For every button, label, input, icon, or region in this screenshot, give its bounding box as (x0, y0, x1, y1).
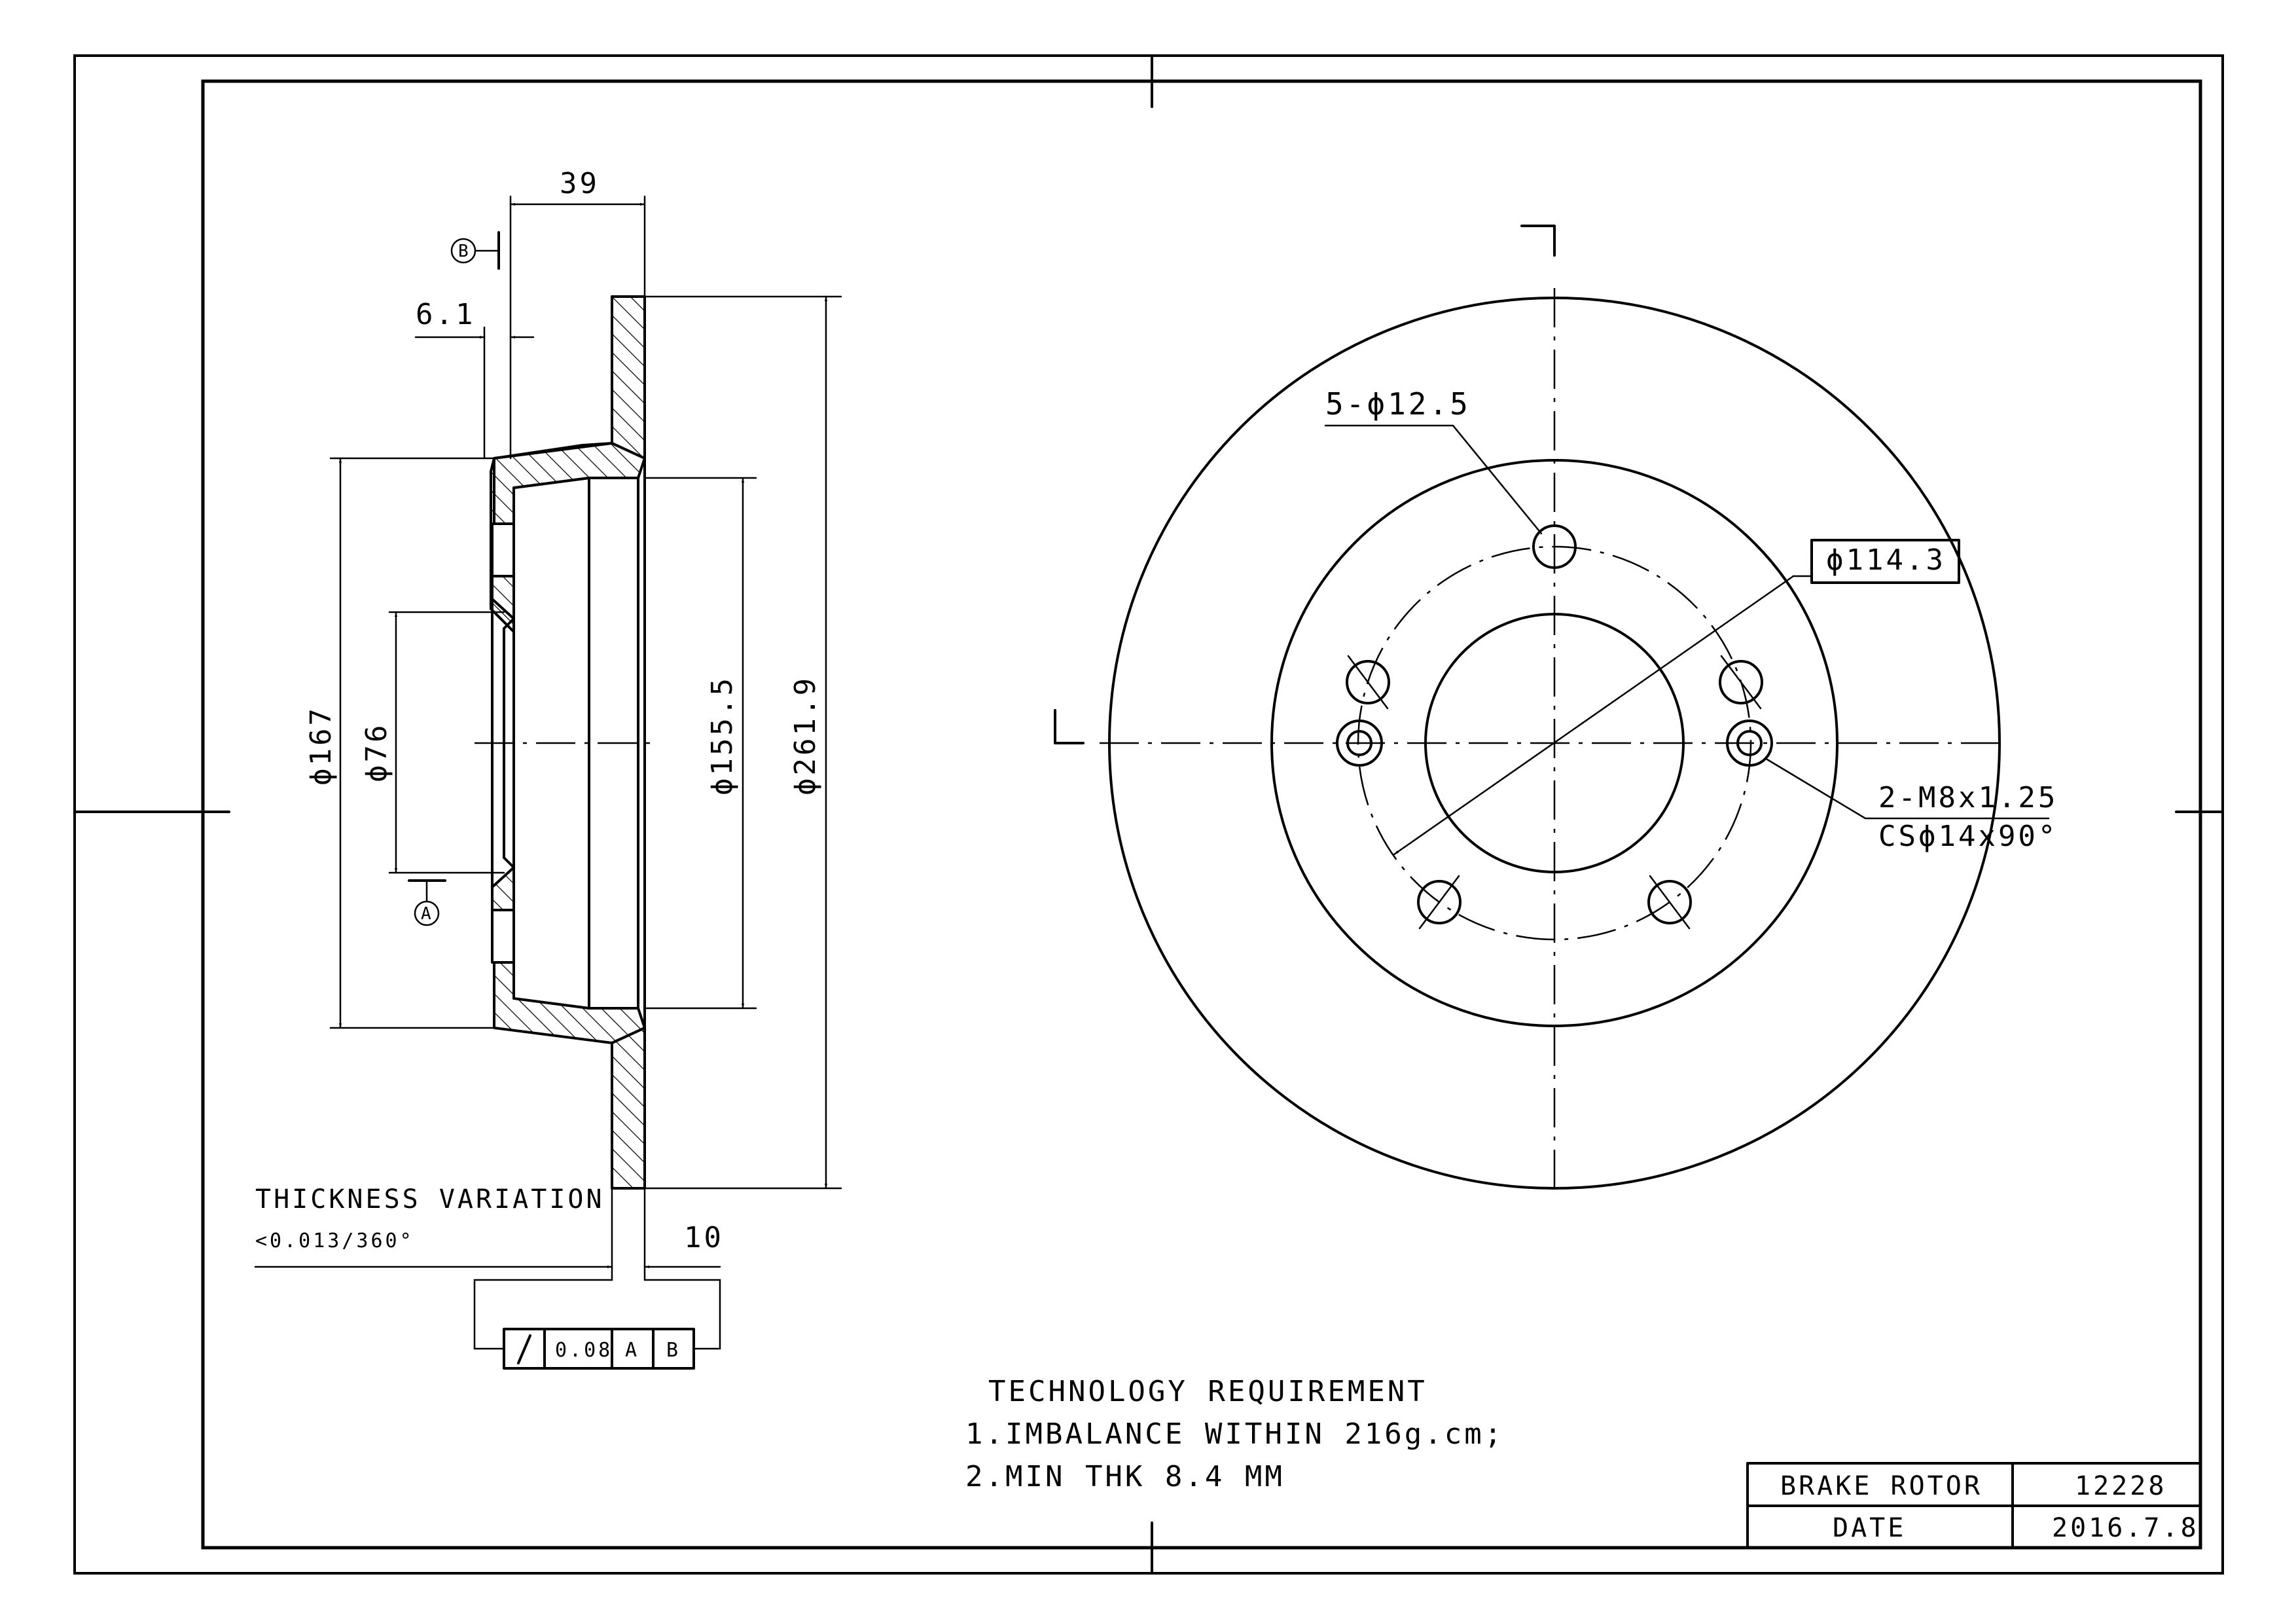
section-upper-hub (493, 442, 646, 525)
lug-hole-upper-left (1346, 655, 1390, 710)
datum-a-marker: A (408, 879, 446, 926)
runout-datum-a: A (625, 1339, 639, 1362)
technology-notes: TECHNOLOGY REQUIREMENT 1.IMBALANCE WITHI… (965, 1375, 1504, 1493)
runout-arrow-icon (517, 1334, 531, 1364)
lug-hole-top (1532, 524, 1577, 569)
dim-diameter-261-9: ϕ261.9 (789, 676, 822, 795)
front-view: 5-ϕ12.5 ϕ114.3 2-M8x1.25 CSϕ14x90° (1054, 225, 2058, 1198)
dim-countersink: CSϕ14x90° (1878, 820, 2058, 853)
dim-pcd: ϕ114.3 (1826, 543, 1946, 577)
section-lower-lip (491, 866, 515, 911)
drawing-border (73, 54, 2224, 1575)
svg-text:A: A (421, 904, 434, 924)
section-lower-hub (493, 961, 646, 1044)
dim-pcd-box (1810, 539, 1960, 584)
dim-offset-10: 10 (684, 1221, 724, 1254)
dim-diameter-76: ϕ76 (360, 723, 393, 782)
section-lower-wall (611, 1027, 646, 1190)
lug-hole-upper-right (1719, 655, 1763, 710)
title-part-name: BRAKE ROTOR (1780, 1471, 1982, 1501)
dim-diameter-155-5: ϕ155.5 (706, 676, 739, 795)
notes-line-1: 1.IMBALANCE WITHIN 216g.cm; (965, 1417, 1504, 1451)
runout-datum-b: B (666, 1339, 681, 1362)
section-view: 39 6.1 ϕ167 ϕ76 ϕ155.5 ϕ261.9 10 B A THI… (254, 167, 842, 1370)
dim-lug-holes: 5-ϕ12.5 (1325, 386, 1471, 422)
title-part-number: 12228 (2075, 1471, 2166, 1501)
runout-tolerance-frame: 0.08 A B (503, 1328, 695, 1370)
dim-thread: 2-M8x1.25 (1878, 781, 2058, 814)
lug-hole-lower-right (1647, 875, 1692, 930)
runout-value: 0.08 (555, 1339, 613, 1362)
threaded-hole-right (1726, 720, 1773, 767)
thickness-variation-value: <0.013/360° (255, 1230, 414, 1252)
dim-flange-6-1: 6.1 (416, 298, 475, 331)
thickness-variation-label: THICKNESS VARIATION (255, 1184, 605, 1214)
datum-b-marker: B (450, 231, 500, 270)
title-date-value: 2016.7.8 (2052, 1513, 2199, 1543)
title-date-label: DATE (1833, 1513, 1906, 1543)
svg-text:B: B (458, 242, 471, 261)
title-block: BRAKE ROTOR 12228 DATE 2016.7.8 (1746, 1462, 2202, 1549)
notes-heading: TECHNOLOGY REQUIREMENT (988, 1375, 1427, 1408)
notes-line-2: 2.MIN THK 8.4 MM (965, 1460, 1285, 1493)
threaded-hole-left (1336, 720, 1383, 767)
section-upper-wall (611, 295, 646, 460)
lug-hole-lower-left (1417, 875, 1462, 930)
dim-width-39: 39 (560, 167, 600, 200)
dim-diameter-167: ϕ167 (304, 706, 338, 786)
